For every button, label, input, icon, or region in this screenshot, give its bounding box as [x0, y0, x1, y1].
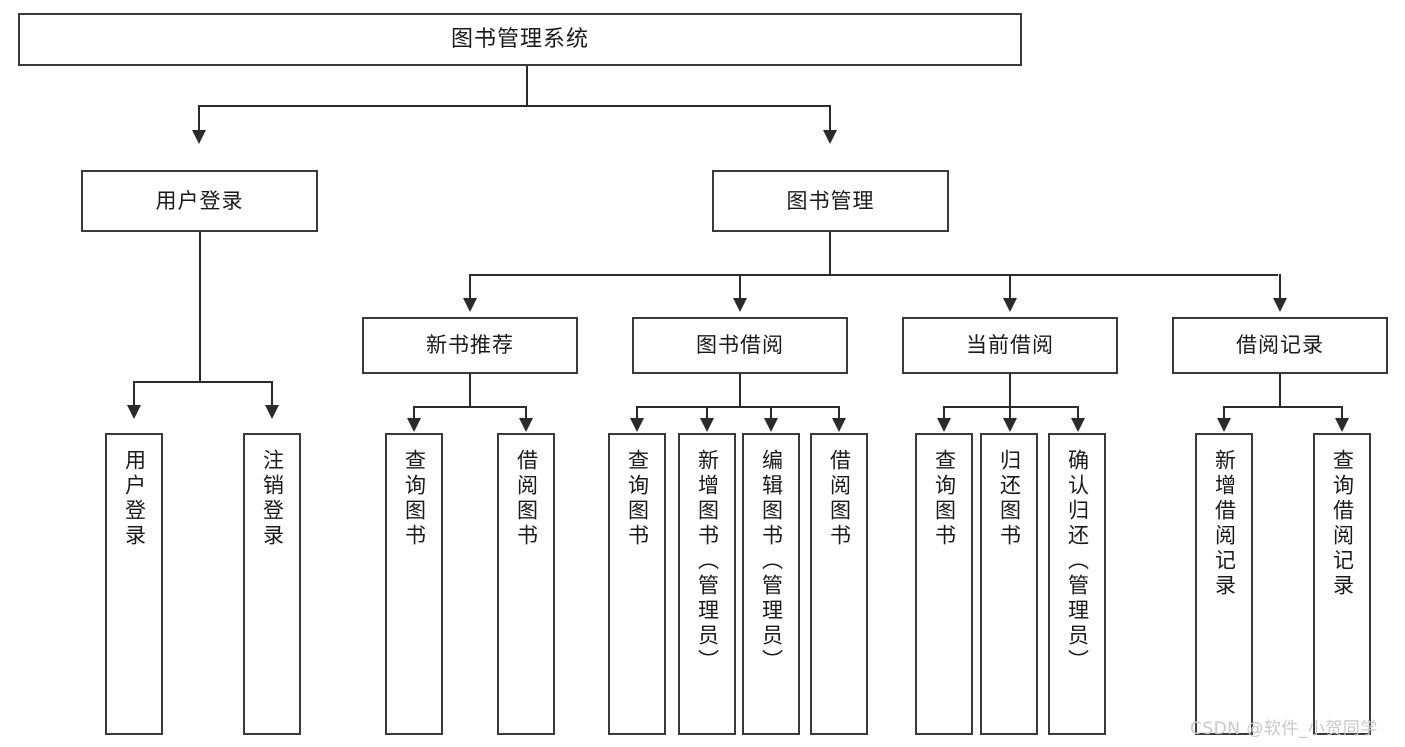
arrow-current-borrow-leaf-2 [1003, 418, 1017, 432]
leaf-book-borrow-borrow[interactable]: 借阅图书 [810, 433, 868, 735]
connector-new-book-bus [413, 406, 526, 408]
connector-book-mgmt-bus [469, 274, 1278, 276]
connector-book-borrow-stem [739, 374, 741, 407]
connector-new-book-drop-2 [525, 406, 527, 420]
arrow-book-borrow-leaf-1 [630, 418, 644, 432]
leaf-user-login-signin[interactable]: 用户登录 [105, 433, 163, 735]
leaf-label: 编辑图书（管理员） [759, 449, 784, 674]
node-borrow-record[interactable]: 借阅记录 [1172, 317, 1388, 374]
leaf-new-book-query[interactable]: 查询图书 [385, 433, 443, 735]
connector-book-mgmt-drop-3 [1009, 274, 1011, 300]
node-label: 借阅记录 [1236, 333, 1324, 358]
connector-new-book-drop-1 [413, 406, 415, 420]
leaf-book-borrow-add[interactable]: 新增图书（管理员） [678, 433, 736, 735]
leaf-label: 新增图书（管理员） [695, 449, 720, 674]
node-label: 用户登录 [155, 188, 244, 213]
node-label: 图书管理系统 [450, 26, 589, 52]
connector-borrow-record-stem [1279, 374, 1281, 407]
leaf-label: 查询图书 [625, 449, 650, 549]
arrow-book-mgmt-to-book-borrow [733, 298, 747, 312]
connector-book-borrow-drop-4 [838, 406, 840, 420]
leaf-label: 查询图书 [932, 449, 957, 549]
connector-borrow-record-bus [1223, 406, 1342, 408]
arrow-book-borrow-leaf-4 [832, 418, 846, 432]
connector-book-borrow-drop-2 [706, 406, 708, 420]
connector-user-login-drop-2 [271, 381, 273, 407]
leaf-label: 注销登录 [260, 449, 285, 549]
connector-borrow-record-drop-2 [1341, 406, 1343, 420]
leaf-book-borrow-edit[interactable]: 编辑图书（管理员） [742, 433, 800, 735]
arrow-user-login-leaf-1 [127, 405, 141, 419]
arrow-book-mgmt-to-new-book [463, 298, 477, 312]
leaf-book-borrow-query[interactable]: 查询图书 [608, 433, 666, 735]
connector-root-to-user-login [198, 105, 200, 132]
node-book-borrow[interactable]: 图书借阅 [632, 317, 848, 374]
connector-current-borrow-drop-1 [943, 406, 945, 420]
leaf-label: 归还图书 [997, 449, 1022, 549]
connector-new-book-stem [469, 374, 471, 407]
connector-book-mgmt-stem [829, 232, 831, 275]
node-current-borrow[interactable]: 当前借阅 [902, 317, 1118, 374]
connector-user-login-stem [199, 232, 201, 382]
leaf-borrow-record-query[interactable]: 查询借阅记录 [1313, 433, 1371, 735]
connector-borrow-record-drop-1 [1223, 406, 1225, 420]
connector-book-borrow-bus [636, 406, 839, 408]
leaf-current-borrow-query[interactable]: 查询图书 [915, 433, 973, 735]
connector-current-borrow-drop-3 [1077, 406, 1079, 420]
arrow-book-borrow-leaf-3 [764, 418, 778, 432]
leaf-label: 查询图书 [402, 449, 427, 549]
node-user-login[interactable]: 用户登录 [81, 170, 318, 232]
connector-user-login-drop-1 [133, 381, 135, 407]
connector-root-stem [526, 66, 528, 106]
arrow-borrow-record-leaf-1 [1217, 418, 1231, 432]
leaf-new-book-borrow[interactable]: 借阅图书 [497, 433, 555, 735]
node-new-book-recommend[interactable]: 新书推荐 [362, 317, 578, 374]
connector-book-mgmt-drop-2 [739, 274, 741, 300]
arrow-borrow-record-leaf-2 [1335, 418, 1349, 432]
leaf-label: 查询借阅记录 [1330, 449, 1355, 599]
arrow-new-book-leaf-2 [519, 418, 533, 432]
arrow-user-login-leaf-2 [265, 405, 279, 419]
node-label: 图书借阅 [696, 333, 784, 358]
connector-book-borrow-drop-3 [770, 406, 772, 420]
leaf-borrow-record-add[interactable]: 新增借阅记录 [1195, 433, 1253, 735]
connector-user-login-bus [133, 381, 272, 383]
node-label: 当前借阅 [966, 333, 1054, 358]
node-root-system[interactable]: 图书管理系统 [18, 13, 1022, 66]
arrow-new-book-leaf-1 [407, 418, 421, 432]
connector-current-borrow-stem [1009, 374, 1011, 407]
arrow-current-borrow-leaf-1 [937, 418, 951, 432]
node-label: 新书推荐 [426, 333, 514, 358]
leaf-user-login-signout[interactable]: 注销登录 [243, 433, 301, 735]
connector-current-borrow-drop-2 [1009, 406, 1011, 420]
node-label: 图书管理 [786, 188, 875, 213]
leaf-label: 用户登录 [122, 449, 147, 549]
arrow-root-to-book-mgmt [823, 130, 837, 144]
arrow-current-borrow-leaf-3 [1071, 418, 1085, 432]
arrow-book-borrow-leaf-2 [700, 418, 714, 432]
leaf-current-borrow-return[interactable]: 归还图书 [980, 433, 1038, 735]
connector-book-mgmt-drop-4 [1279, 274, 1281, 300]
connector-root-bus [198, 105, 830, 107]
node-book-management[interactable]: 图书管理 [712, 170, 949, 232]
leaf-label: 借阅图书 [514, 449, 539, 549]
connector-book-mgmt-drop-1 [469, 274, 471, 300]
leaf-label: 新增借阅记录 [1212, 449, 1237, 599]
connector-root-to-book-mgmt [829, 105, 831, 132]
leaf-label: 借阅图书 [827, 449, 852, 549]
leaf-current-borrow-confirm-return[interactable]: 确认归还（管理员） [1048, 433, 1106, 735]
arrow-book-mgmt-to-current-borrow [1003, 298, 1017, 312]
leaf-label: 确认归还（管理员） [1065, 449, 1090, 674]
connector-book-borrow-drop-1 [636, 406, 638, 420]
arrow-book-mgmt-to-borrow-record [1273, 298, 1287, 312]
arrow-root-to-user-login [192, 130, 206, 144]
